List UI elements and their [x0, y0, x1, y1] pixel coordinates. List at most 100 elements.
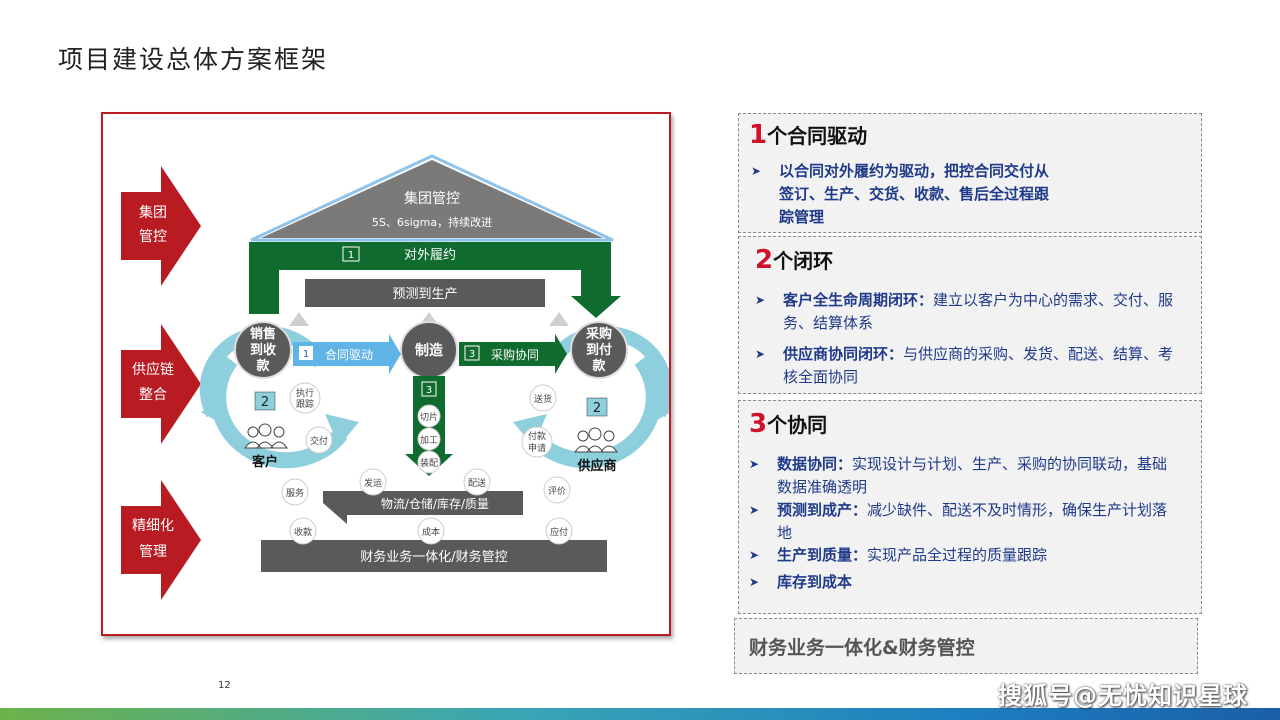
purchase-collab-arrow [459, 334, 567, 374]
panel-collaborations: 3个协同 ➤ 数据协同：实现设计与计划、生产、采购的协同联动，基础数据准确透明 … [738, 400, 1202, 614]
forecast-bar [305, 279, 545, 307]
side-label-line1: 供应链 [132, 361, 174, 378]
left-cycle-num-box [254, 391, 276, 411]
svg-text:送货: 送货 [534, 393, 552, 405]
sales-to-cash-node [234, 321, 292, 379]
svg-text:申请: 申请 [528, 442, 546, 454]
right-cycle-num-box [586, 397, 608, 417]
outer-fulfillment-num: 1 [348, 250, 354, 261]
bullet-arrow-icon: ➤ [749, 548, 760, 562]
svg-text:3: 3 [426, 385, 432, 396]
bullet-arrow-icon: ➤ [749, 457, 760, 471]
supplier-people-icon [574, 427, 618, 453]
bullet-item: ➤ 生产到质量：实现产品全过程的质量跟踪 [749, 544, 1179, 567]
svg-text:款: 款 [592, 358, 606, 374]
page-number: 12 [218, 680, 231, 691]
side-arrow-supply-chain: 供应链 整合 [121, 324, 201, 444]
side-label-line2: 管理 [139, 544, 167, 560]
node-dispatch [359, 468, 387, 496]
outer-fulfillment-band [249, 242, 621, 318]
bullet-item: ➤ 预测到成产：减少缺件、配送不及时情形，确保生产计划落地 [749, 501, 1168, 542]
watermark: 搜狐号@无忧知识星球 [998, 682, 1248, 710]
side-label-line2: 管控 [139, 229, 167, 245]
roof [261, 160, 603, 238]
svg-text:成本: 成本 [422, 526, 440, 538]
diagram-frame: 集团 管控 供应链 整合 精细化 管理 集团管控 5S、6sigma，持续改进 … [101, 112, 673, 636]
node-distribution [463, 468, 491, 496]
svg-text:付款: 付款 [528, 430, 546, 442]
panel-title: 1个合同驱动 [749, 120, 868, 150]
node-collection [289, 517, 317, 545]
finance-bar [261, 540, 607, 572]
procure-to-pay-node [570, 321, 628, 379]
svg-text:切片: 切片 [420, 411, 438, 423]
finance-bar-label: 财务业务一体化/财务管控 [360, 549, 507, 565]
purchase-collab-label: 采购协同 [491, 347, 539, 362]
svg-text:执行: 执行 [296, 387, 314, 399]
left-cycle-num: 2 [261, 395, 269, 410]
customer-label: 客户 [252, 454, 278, 470]
roof-title: 集团管控 [404, 190, 460, 207]
node-exec-track [289, 382, 321, 414]
panel-finance-integration: 财务业务一体化&财务管控 [734, 618, 1198, 674]
right-cycle-ring [524, 355, 662, 469]
bullet-item: ➤ 库存到成本 [749, 571, 1179, 594]
svg-text:到收: 到收 [250, 342, 277, 358]
bullet-item: ➤ 数据协同：实现设计与计划、生产、采购的协同联动，基础数据准确透明 [749, 455, 1168, 496]
node-cost [417, 517, 445, 545]
node-payment-request [521, 426, 553, 458]
svg-text:制造: 制造 [415, 342, 443, 359]
node-evaluation [543, 476, 571, 504]
footer-gradient-bar [0, 708, 1280, 720]
side-label-line1: 精细化 [132, 518, 174, 534]
svg-text:发运: 发运 [364, 477, 382, 489]
side-arrow-group-control: 集团 管控 [121, 166, 201, 286]
outer-fulfillment-num-box [342, 246, 360, 262]
svg-text:评价: 评价 [548, 486, 566, 497]
bullet-item: ➤ 供应商协同闭环：与供应商的采购、发货、配送、结算、考核全面协同 [755, 345, 1174, 386]
logistics-label: 物流/仓储/库存/质量 [381, 496, 489, 511]
page-title: 项目建设总体方案框架 [58, 45, 329, 74]
mfg-step-slice [417, 404, 441, 428]
svg-text:款: 款 [256, 358, 270, 374]
supplier-label: 供应商 [576, 458, 616, 474]
framework-diagram: 集团 管控 供应链 整合 精细化 管理 集团管控 5S、6sigma，持续改进 … [121, 154, 673, 600]
svg-text:到付: 到付 [586, 342, 612, 358]
bullet-arrow-icon: ➤ [749, 503, 760, 517]
svg-text:交付: 交付 [310, 435, 328, 447]
right-cycle-num: 2 [593, 401, 601, 416]
svg-text:采购: 采购 [585, 326, 612, 342]
up-arrow-right [549, 312, 569, 326]
side-label-line1: 集团 [139, 204, 167, 221]
roof-subtitle: 5S、6sigma，持续改进 [372, 215, 492, 229]
side-label-line2: 整合 [139, 387, 167, 403]
roof-outline [250, 154, 614, 242]
contract-drive-label: 合同驱动 [325, 347, 373, 362]
forecast-label: 预测到生产 [392, 287, 457, 302]
svg-text:跟踪: 跟踪 [296, 398, 314, 410]
svg-text:1: 1 [303, 349, 309, 360]
svg-text:加工: 加工 [420, 435, 438, 446]
bullet-arrow-icon: ➤ [755, 293, 766, 307]
mfg-step-assembly [417, 450, 441, 474]
mfg-step-process [417, 427, 441, 451]
outer-fulfillment-label: 对外履约 [404, 248, 456, 263]
panel-contract-drive: 1个合同驱动 ➤ 以合同对外履约为驱动，把控合同交付从签订、生产、交货、收款、售… [738, 113, 1202, 233]
panel-title: 3个协同 [749, 409, 828, 439]
bullet-item: ➤ 以合同对外履约为驱动，把控合同交付从签订、生产、交货、收款、售后全过程跟踪管… [751, 162, 1050, 226]
panel-closed-loops: 2个闭环 ➤ 客户全生命周期闭环：建立以客户为中心的需求、交付、服务、结算体系 … [738, 236, 1202, 394]
bullet-arrow-icon: ➤ [749, 575, 760, 589]
up-arrow-left [289, 312, 309, 326]
bullet-item: ➤ 客户全生命周期闭环：建立以客户为中心的需求、交付、服务、结算体系 [755, 291, 1174, 332]
bullet-arrow-icon: ➤ [751, 164, 762, 178]
node-ship [529, 384, 557, 412]
svg-text:应付: 应付 [550, 526, 568, 538]
finance-integration-label: 财务业务一体化&财务管控 [749, 637, 975, 659]
svg-text:配送: 配送 [468, 477, 486, 489]
customer-people-icon [244, 423, 288, 449]
node-service [281, 478, 309, 506]
contract-drive-arrow [293, 334, 401, 374]
svg-text:收款: 收款 [294, 526, 312, 538]
svg-text:服务: 服务 [286, 487, 304, 499]
svg-text:装配: 装配 [420, 457, 438, 469]
